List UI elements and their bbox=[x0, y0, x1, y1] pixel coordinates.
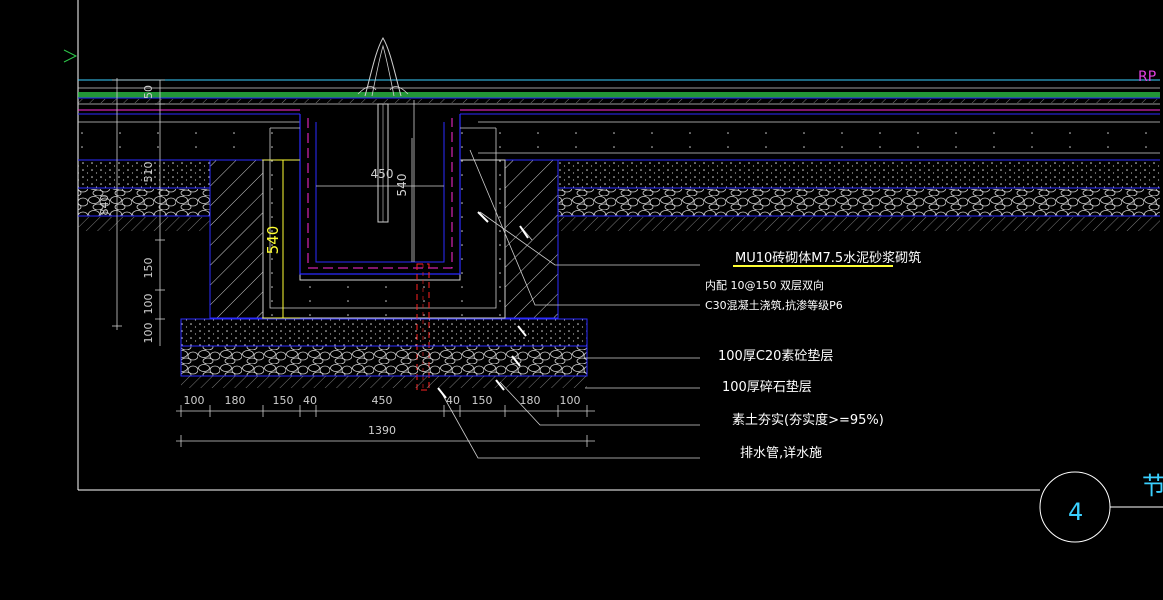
dim-100b: 100 bbox=[142, 323, 155, 344]
dim-150: 150 bbox=[142, 258, 155, 279]
bottom-dim-2: 180 bbox=[225, 394, 246, 407]
wall-height-dim: 540 bbox=[264, 226, 282, 255]
bottom-dim-5: 450 bbox=[372, 394, 393, 407]
detail-title-fragment: 节 bbox=[1142, 472, 1163, 500]
leader-lines bbox=[439, 149, 700, 459]
label-masonry: MU10砖砌体M7.5水泥砂浆砌筑 bbox=[735, 250, 921, 266]
bottom-dim-4: 40 bbox=[303, 394, 317, 407]
label-soil: 素土夯实(夯实度>=95%) bbox=[732, 412, 884, 428]
dim-100a: 100 bbox=[142, 294, 155, 315]
dim-840: 840 bbox=[98, 195, 111, 216]
left-dimension-chain bbox=[112, 78, 165, 346]
dim-50: 50 bbox=[142, 85, 155, 99]
bottom-dimension-chain bbox=[176, 405, 595, 447]
bottom-dim-7: 150 bbox=[472, 394, 493, 407]
inner-depth-dim: 540 bbox=[395, 174, 409, 197]
paving-layers bbox=[78, 79, 1160, 156]
label-c20: 100厚C20素砼垫层 bbox=[718, 348, 833, 364]
right-ground-layers bbox=[505, 159, 1160, 231]
inner-dimension-lines bbox=[316, 138, 444, 262]
base-cushion-layers bbox=[180, 318, 588, 388]
label-rebar: 内配 10@150 双层双向 bbox=[705, 278, 824, 292]
total-dim: 1390 bbox=[368, 424, 396, 437]
detail-number: 4 bbox=[1068, 498, 1083, 526]
left-ground-layers bbox=[78, 159, 210, 231]
bottom-dim-3: 150 bbox=[273, 394, 294, 407]
fountain-nozzle bbox=[357, 37, 415, 262]
detail-bubble bbox=[1039, 471, 1163, 543]
drawing-frame bbox=[77, 0, 1040, 491]
yellow-dim-540 bbox=[262, 159, 300, 319]
level-mark-icon bbox=[63, 49, 78, 63]
bottom-dim-8: 180 bbox=[520, 394, 541, 407]
leader-arrow-marks bbox=[437, 211, 529, 399]
label-drain: 排水管,详水施 bbox=[740, 446, 822, 461]
label-gravel: 100厚碎石垫层 bbox=[722, 379, 812, 395]
inner-width-dim: 450 bbox=[371, 167, 394, 181]
label-concrete: C30混凝土浇筑,抗渗等级P6 bbox=[705, 298, 843, 312]
layer-tag: RP bbox=[1138, 69, 1156, 85]
bottom-dim-6: 40 bbox=[446, 394, 460, 407]
bottom-dim-9: 100 bbox=[560, 394, 581, 407]
dim-510: 510 bbox=[142, 162, 155, 183]
bottom-dim-1: 100 bbox=[184, 394, 205, 407]
